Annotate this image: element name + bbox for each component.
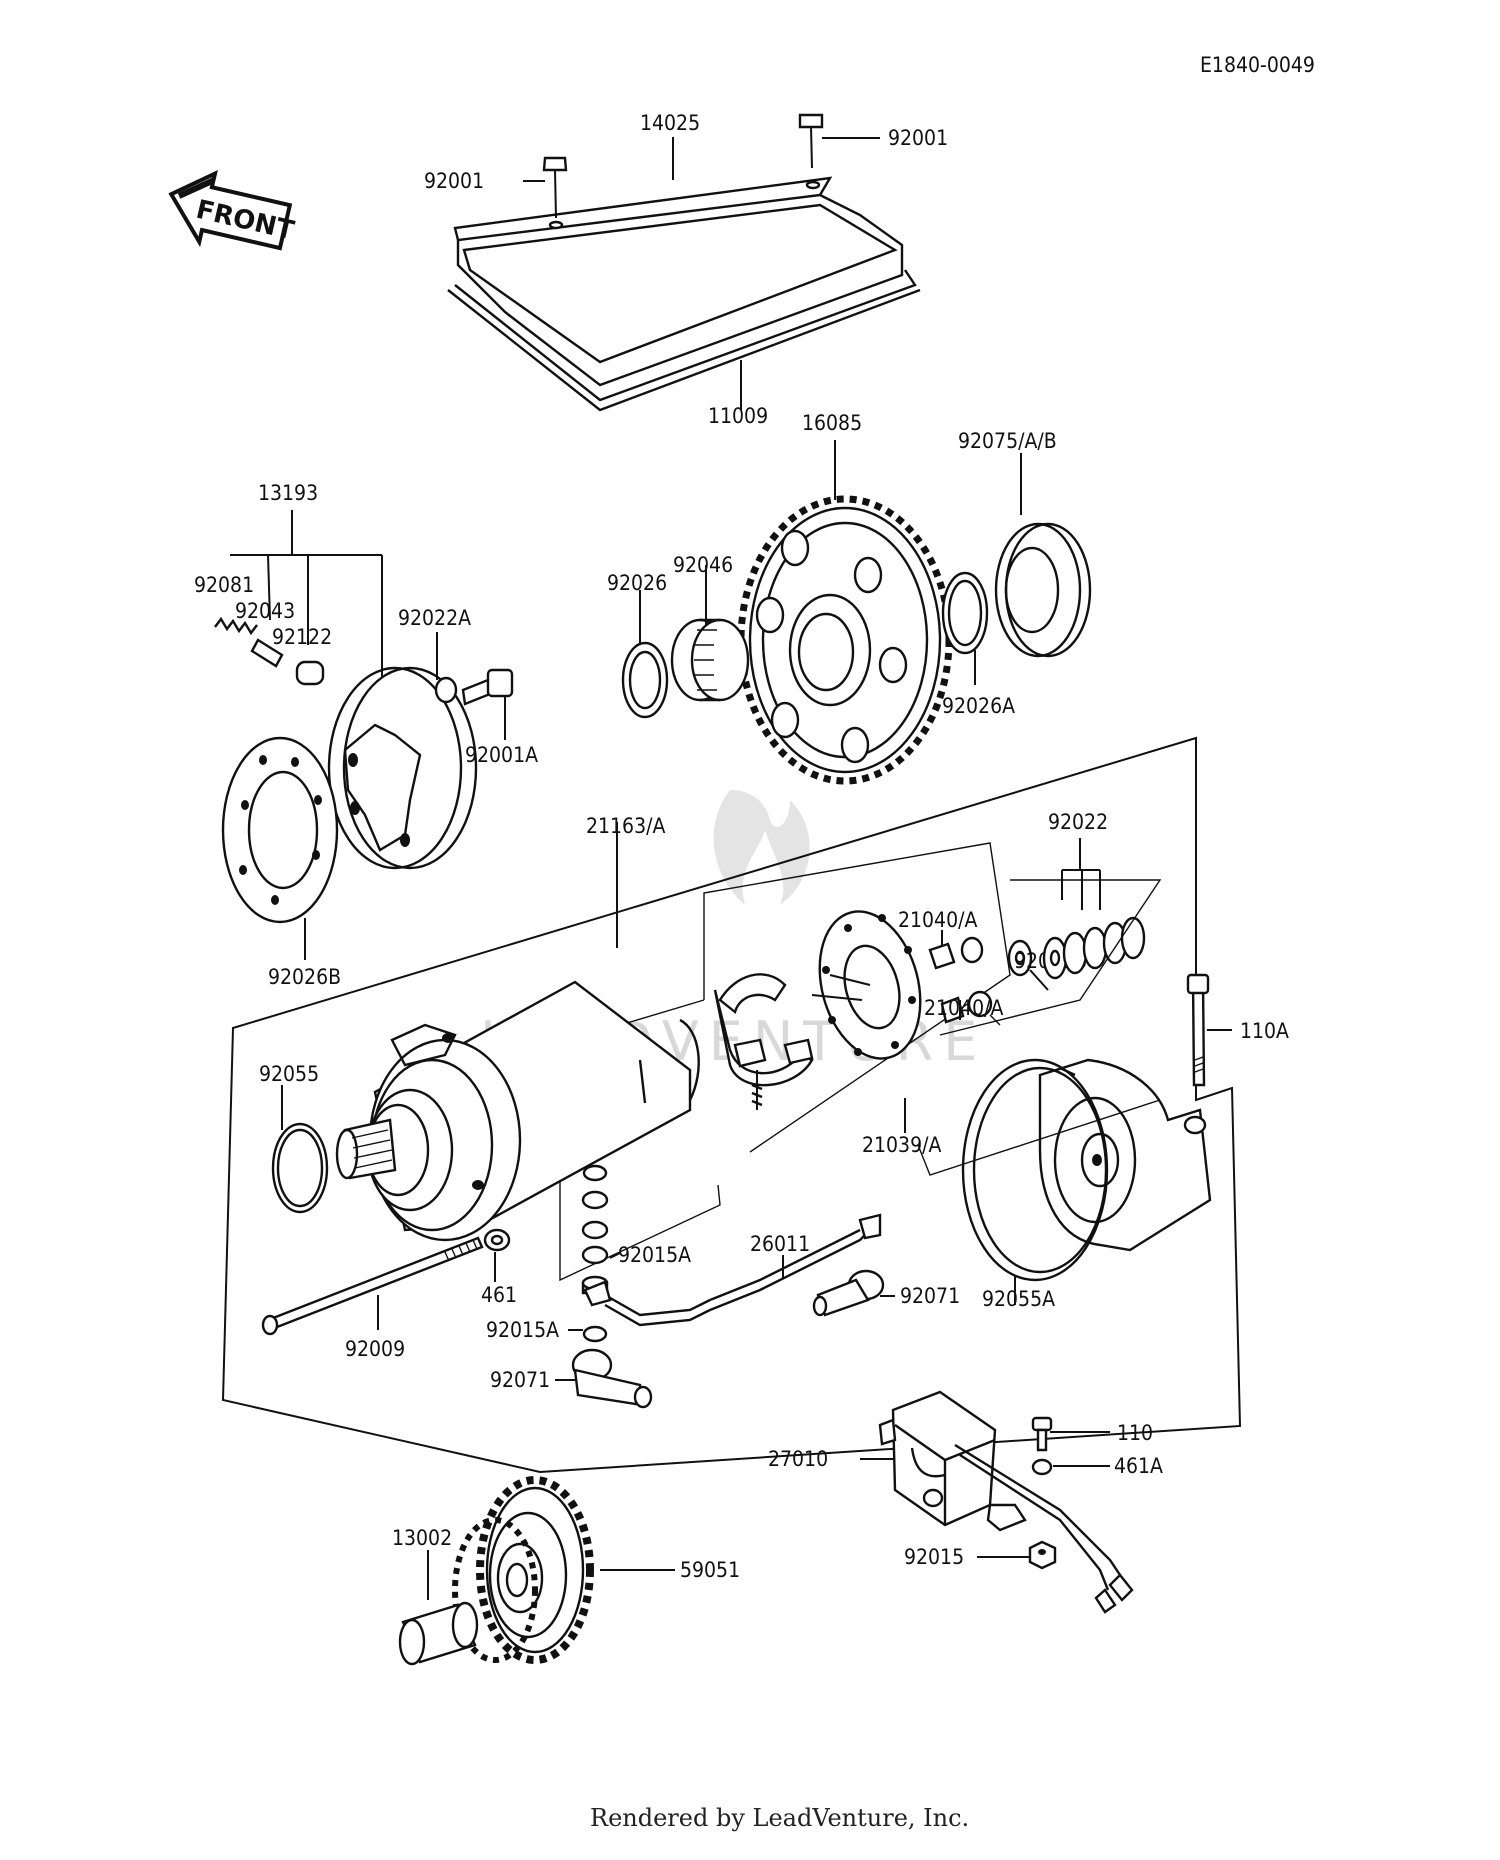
- brush-holder-outline: [703, 842, 1011, 1153]
- label-13193: 13193: [258, 481, 318, 505]
- label-92026: 92026: [607, 571, 667, 595]
- screw-92001-left: [542, 156, 568, 230]
- washer-461A: [1031, 1458, 1053, 1476]
- label-92075: 92075/A/B: [958, 429, 1057, 453]
- washers-92022: [1042, 916, 1146, 980]
- bolt-110: [1031, 1416, 1053, 1452]
- end-housing: [1038, 1058, 1212, 1252]
- label-110: 110: [1117, 1421, 1153, 1445]
- o-ring-92055: [271, 1122, 329, 1214]
- label-21163: 21163/A: [586, 814, 665, 838]
- gear-59051: [452, 1476, 594, 1664]
- label-92022A: 92022A: [398, 606, 471, 630]
- label-92071-2: 92071: [490, 1368, 550, 1392]
- label-27010: 27010: [768, 1447, 828, 1471]
- label-13002: 13002: [392, 1526, 452, 1550]
- needle-bearing-92046: [670, 618, 750, 702]
- seal-92075: [994, 522, 1092, 658]
- label-92015A-1: 92015A: [618, 1243, 691, 1267]
- nut-stack-92015A: [581, 1164, 609, 1295]
- bolt-92001A: [461, 668, 514, 706]
- starter-clutch-body: [327, 666, 478, 870]
- label-92043: 92043: [235, 599, 295, 623]
- screw-92001-right: [798, 113, 824, 190]
- label-14025: 14025: [640, 111, 700, 135]
- washer-92026A: [941, 571, 989, 655]
- label-92022: 92022: [1048, 810, 1108, 834]
- brush-plate: [811, 910, 922, 1060]
- label-461: 461: [481, 1283, 517, 1307]
- spring-92081: [214, 616, 258, 636]
- through-bolt-92009: [261, 1236, 484, 1336]
- brush-21040-bottom: [940, 990, 1001, 1026]
- label-92081: 92081: [194, 573, 254, 597]
- label-92015: 92015: [904, 1545, 964, 1569]
- brush-holder: [713, 973, 814, 1110]
- washer-461: [483, 1228, 511, 1252]
- label-92001-right: 92001: [888, 126, 948, 150]
- label-110A: 110A: [1240, 1019, 1289, 1043]
- label-21039: 21039/A: [862, 1133, 941, 1157]
- label-92055A: 92055A: [982, 1287, 1055, 1311]
- washer-92022B: [1007, 939, 1033, 977]
- label-92046: 92046: [673, 553, 733, 577]
- roller-92122: [295, 660, 325, 686]
- gear-16085: [737, 495, 953, 785]
- label-92001A: 92001A: [465, 743, 538, 767]
- boot-92071-upper: [812, 1269, 885, 1317]
- plate-92026B: [221, 736, 339, 924]
- shaft-13002: [398, 1601, 479, 1666]
- label-26011: 26011: [750, 1232, 810, 1256]
- diagram-code: E1840-0049: [1200, 53, 1315, 77]
- label-92055: 92055: [259, 1062, 319, 1086]
- label-59051: 59051: [680, 1558, 740, 1582]
- boot-92071-lower: [571, 1348, 653, 1409]
- label-16085: 16085: [802, 411, 862, 435]
- cover-assembly: [447, 113, 921, 412]
- nut-92015: [1028, 1540, 1057, 1570]
- bolt-110A: [1186, 973, 1210, 1087]
- starter-relay-27010: [878, 1390, 1134, 1614]
- label-92001-left: 92001: [424, 169, 484, 193]
- label-461A: 461A: [1114, 1454, 1163, 1478]
- label-92026A: 92026A: [942, 694, 1015, 718]
- label-92015A-2: 92015A: [486, 1318, 559, 1342]
- label-21040-bot: 21040/A: [924, 996, 1003, 1020]
- label-92009: 92009: [345, 1337, 405, 1361]
- washer-92026: [621, 641, 669, 719]
- footer-credit: Rendered by LeadVenture, Inc.: [590, 1804, 969, 1832]
- brush-21040-top: [928, 936, 984, 970]
- label-92122: 92122: [272, 625, 332, 649]
- nut-92015A-lower: [582, 1325, 608, 1343]
- cable-26011: [583, 1213, 882, 1327]
- label-92071-1: 92071: [900, 1284, 960, 1308]
- label-11009: 11009: [708, 404, 768, 428]
- washer-92022A: [434, 676, 458, 704]
- pin-92043: [250, 638, 284, 668]
- front-arrow-icon: FRONT: [168, 169, 297, 251]
- starter-motor-outline: [221, 736, 1242, 1474]
- label-92026B: 92026B: [268, 965, 341, 989]
- o-ring-92055A: [961, 1058, 1109, 1282]
- label-21040-top: 21040/A: [898, 908, 977, 932]
- starter-motor: [335, 980, 700, 1242]
